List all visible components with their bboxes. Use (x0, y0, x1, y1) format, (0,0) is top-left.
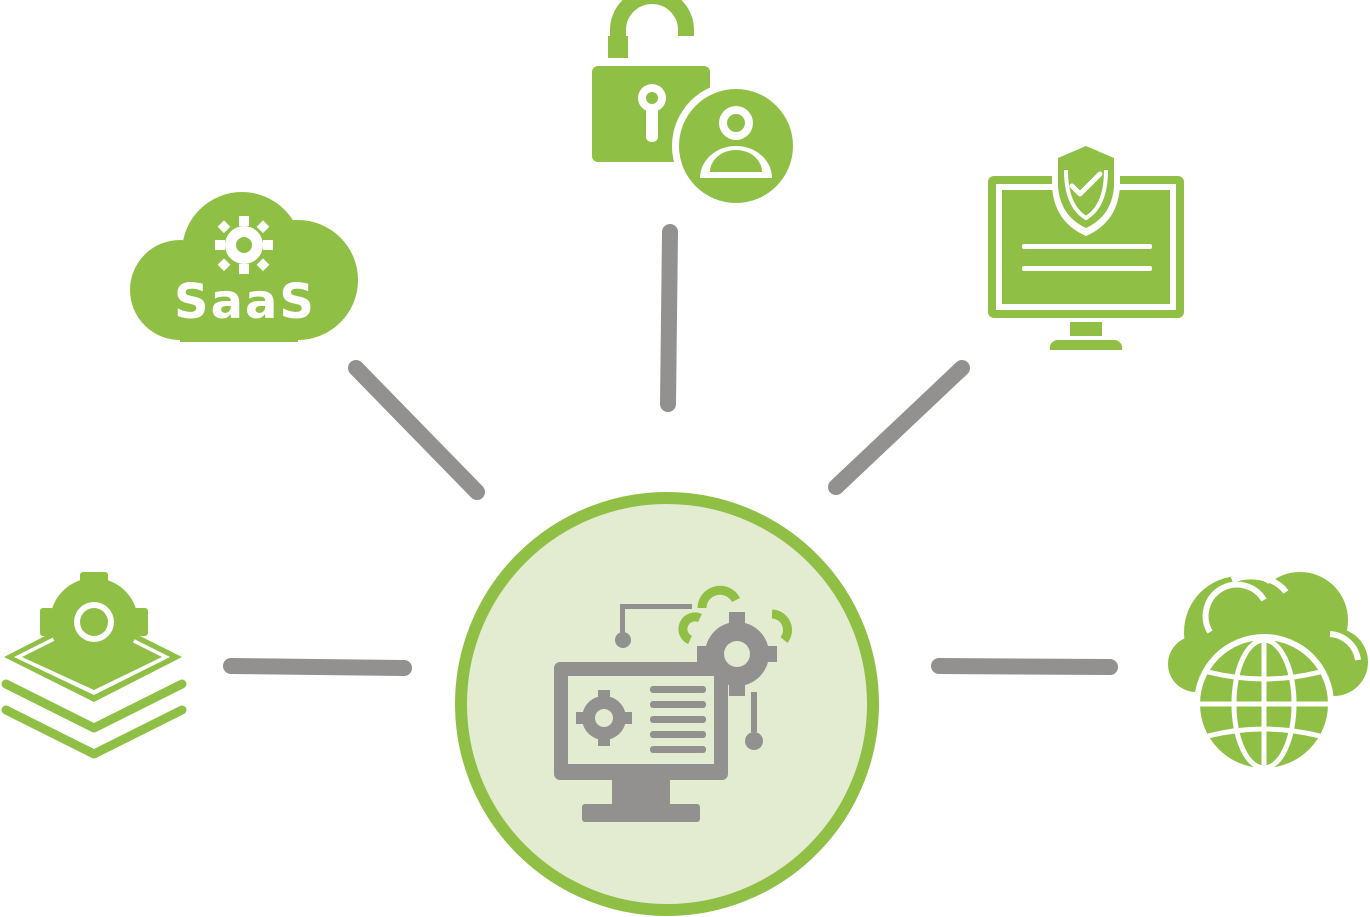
connector-saas (348, 360, 485, 500)
connector-platform (223, 658, 412, 676)
connector-network (931, 658, 1118, 675)
cloud-globe-icon (1168, 572, 1368, 774)
lock-user-icon (592, 0, 800, 210)
connectors (223, 224, 1118, 676)
stacked-layers-gear-icon (1, 572, 187, 759)
gear-cluster-icon (678, 585, 792, 645)
saas-label: SaaS (174, 274, 316, 330)
center-hub (455, 492, 879, 916)
monitor-shield-icon (988, 140, 1184, 350)
connector-access (660, 224, 678, 412)
connector-security (828, 360, 970, 495)
computer-settings-icon (554, 604, 777, 822)
saas-cloud-icon: SaaS (130, 192, 358, 342)
